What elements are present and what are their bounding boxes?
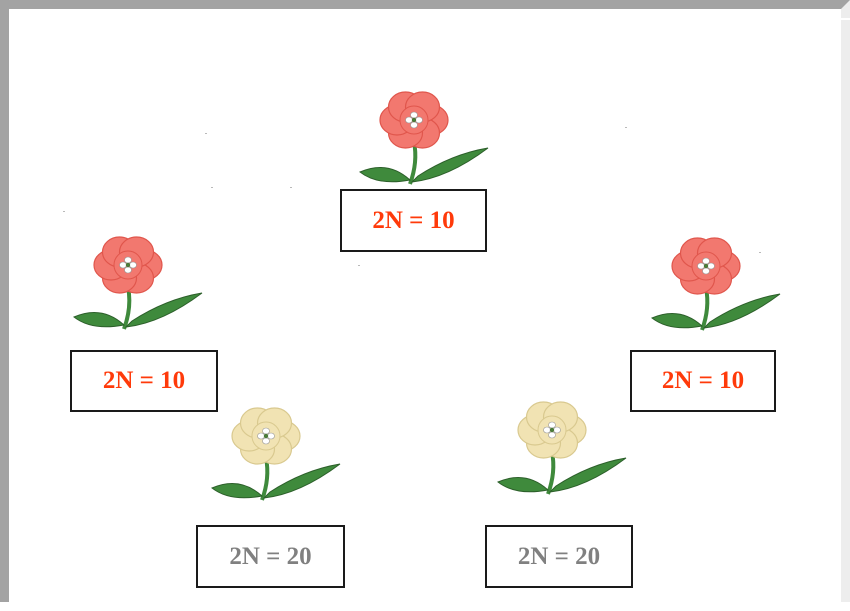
red-flower-icon (640, 228, 790, 338)
background-speck (290, 187, 292, 188)
background-speck (63, 211, 65, 212)
background-speck (211, 187, 213, 188)
chromosome-label-middle-left: 2N = 10 (70, 350, 218, 412)
chromosome-label-bottom-right: 2N = 20 (485, 525, 633, 588)
yellow-flower-icon (486, 392, 636, 502)
background-speck (358, 265, 360, 266)
chromosome-label-top: 2N = 10 (340, 189, 487, 252)
red-flower-icon (348, 82, 498, 192)
background-speck (625, 127, 627, 128)
background-speck (205, 133, 207, 134)
red-flower-icon (62, 227, 212, 337)
yellow-flower-icon (200, 398, 350, 508)
chromosome-label-bottom-left: 2N = 20 (196, 525, 345, 588)
chromosome-label-middle-right: 2N = 10 (630, 350, 776, 412)
